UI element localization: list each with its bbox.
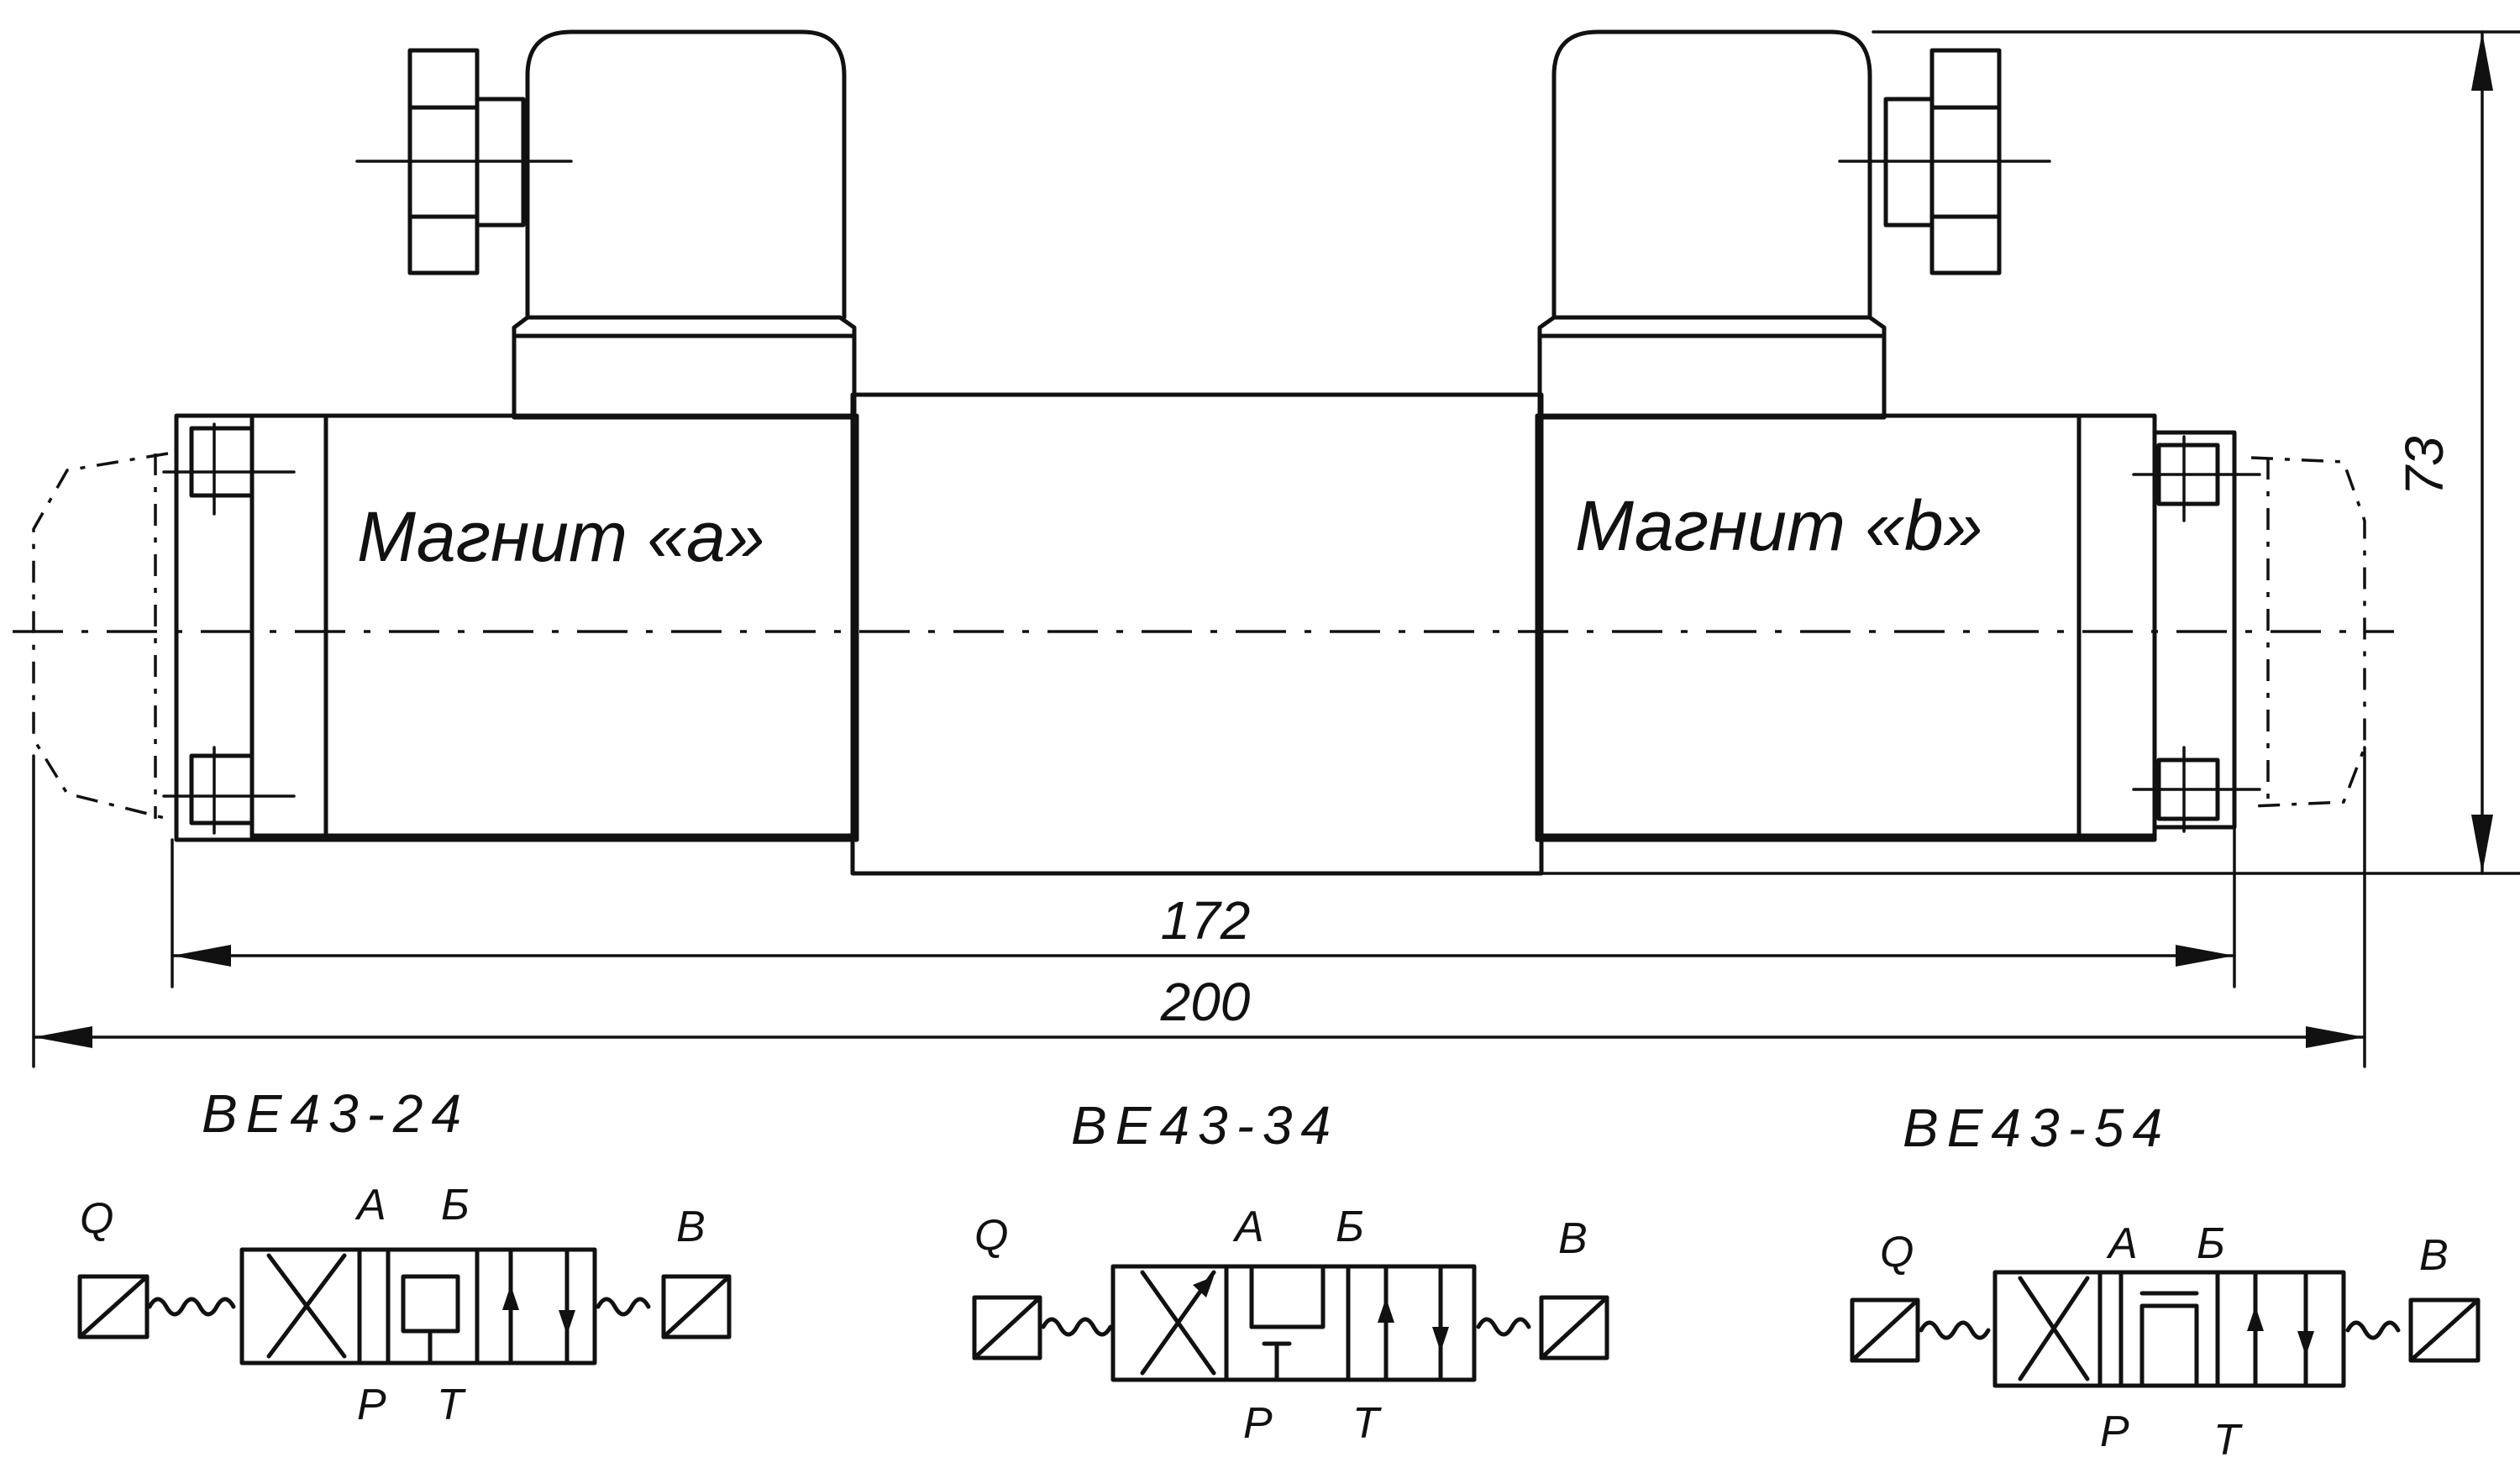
scheme-ve43-24: ВЕ43-24 Q А Б Р Т В	[77, 1083, 732, 1429]
port-v-label: В	[676, 1203, 706, 1251]
scheme-model-label: ВЕ43-34	[1071, 1095, 1339, 1156]
center-body	[850, 392, 1544, 876]
dimension-73-label: 73	[2394, 436, 2454, 496]
dimension-200	[32, 746, 2366, 1068]
scheme-model-label: ВЕ43-24	[202, 1083, 470, 1144]
port-a-label: А	[1232, 1203, 1264, 1251]
dimension-172	[171, 826, 2236, 988]
solenoid-right-icon	[1539, 1295, 1609, 1360]
port-p-label: Р	[2100, 1407, 2129, 1456]
solenoid-right-icon	[661, 1274, 732, 1339]
port-a-label: А	[354, 1181, 386, 1229]
port-t-label: Т	[1352, 1399, 1382, 1448]
port-q-label: Q	[1880, 1228, 1914, 1276]
port-p-label: Р	[357, 1381, 386, 1429]
solenoid-left-icon	[1850, 1297, 1920, 1363]
magnet-b-label: Магнит «b»	[1575, 486, 1982, 565]
right-connector	[1537, 29, 2051, 420]
dimension-200-label: 200	[1160, 972, 1251, 1032]
dimension-73	[1540, 30, 2520, 875]
scheme-ve43-34: ВЕ43-34 Q А Б Р Т В	[972, 1095, 1609, 1448]
port-b-label: Б	[2197, 1219, 2225, 1268]
left-end-cap	[32, 413, 296, 842]
port-t-label: Т	[437, 1381, 466, 1429]
solenoid-left-icon	[972, 1295, 1042, 1360]
port-v-label: В	[2419, 1231, 2449, 1280]
right-solenoid-housing	[1535, 413, 2157, 842]
solenoid-left-icon	[77, 1274, 150, 1339]
magnet-a-label: Магнит «a»	[357, 497, 764, 576]
port-a-label: А	[2106, 1219, 2138, 1268]
port-b-label: Б	[441, 1181, 470, 1229]
left-solenoid-housing	[249, 413, 859, 842]
solenoid-right-icon	[2408, 1297, 2481, 1363]
port-t-label: Т	[2213, 1416, 2243, 1465]
valve-body	[13, 29, 2394, 876]
left-connector	[355, 29, 857, 420]
port-q-label: Q	[80, 1194, 113, 1243]
dimension-172-label: 172	[1161, 890, 1251, 951]
port-b-label: Б	[1336, 1203, 1364, 1251]
scheme-model-label: ВЕ43-54	[1903, 1098, 2171, 1158]
port-q-label: Q	[974, 1211, 1008, 1260]
port-v-label: В	[1558, 1214, 1588, 1263]
right-end-cap	[2132, 430, 2366, 833]
scheme-ve43-54: ВЕ43-54 Q А Б Р Т В	[1850, 1098, 2481, 1465]
port-p-label: Р	[1243, 1399, 1273, 1448]
